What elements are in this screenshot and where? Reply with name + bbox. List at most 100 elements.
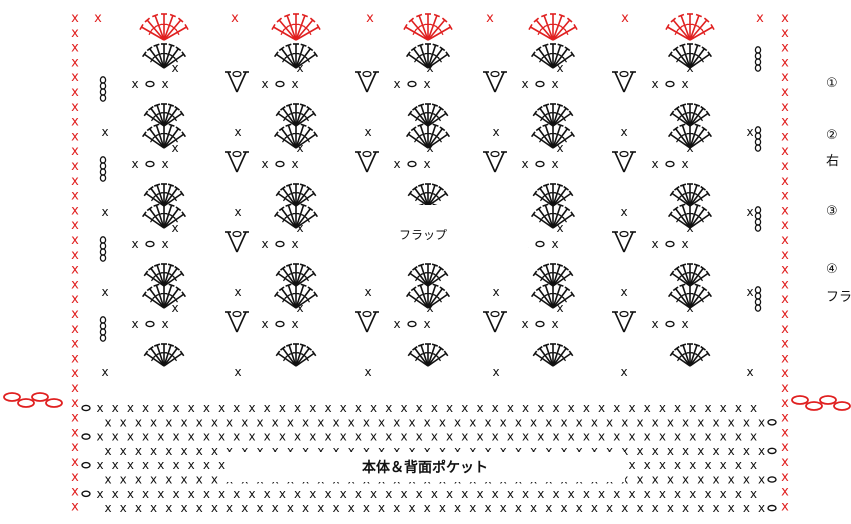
edge-stitch-left: x	[71, 189, 79, 204]
edge-stitch-right: x	[781, 440, 789, 455]
top-edge-stitch: x	[486, 11, 494, 26]
single-crochet-symbol: x	[606, 415, 613, 429]
single-crochet-symbol: x	[188, 401, 195, 415]
single-crochet-symbol: x	[439, 415, 446, 429]
single-crochet-symbol: x	[750, 430, 757, 444]
single-crochet-symbol: x	[682, 501, 689, 515]
single-crochet-symbol: x	[469, 415, 476, 429]
single-crochet-symbol: x	[576, 415, 583, 429]
single-crochet-symbol: x	[364, 365, 371, 379]
chain-symbol	[536, 161, 544, 166]
edge-stitch-right: x	[781, 263, 789, 278]
single-crochet-symbol: x	[551, 77, 558, 91]
edge-stitch-left: x	[71, 85, 79, 100]
shell-symbol	[533, 104, 572, 126]
single-crochet-symbol: x	[560, 501, 567, 515]
edge-stitch-right: x	[781, 337, 789, 352]
single-crochet-symbol: x	[667, 415, 674, 429]
single-crochet-symbol: x	[385, 430, 392, 444]
single-crochet-symbol: x	[500, 415, 507, 429]
single-crochet-symbol: x	[507, 401, 514, 415]
single-crochet-symbol: x	[291, 237, 298, 251]
chain-symbol	[146, 321, 154, 326]
v-stitch-symbol	[225, 232, 249, 253]
single-crochet-symbol: x	[492, 365, 499, 379]
single-crochet-symbol: x	[697, 473, 704, 487]
edge-stitch-right: x	[781, 411, 789, 426]
single-crochet-symbol: x	[686, 221, 693, 235]
single-crochet-symbol: x	[686, 141, 693, 155]
single-crochet-symbol: x	[712, 415, 719, 429]
single-crochet-symbol: x	[264, 401, 271, 415]
single-crochet-symbol: x	[681, 77, 688, 91]
single-crochet-symbol: x	[120, 415, 127, 429]
edge-stitch-right: x	[781, 159, 789, 174]
single-crochet-symbol: x	[461, 401, 468, 415]
body-label: 本体＆背面ポケット	[225, 452, 625, 482]
single-crochet-symbol: x	[104, 444, 111, 458]
single-crochet-symbol: x	[507, 487, 514, 501]
single-crochet-symbol: x	[720, 458, 727, 472]
edge-stitch-right: x	[781, 26, 789, 41]
single-crochet-symbol: x	[652, 501, 659, 515]
single-crochet-symbol: x	[112, 430, 119, 444]
single-crochet-symbol: x	[211, 444, 218, 458]
single-crochet-symbol: x	[150, 473, 157, 487]
left-red-chain	[46, 399, 62, 407]
edge-stitch-right: x	[781, 485, 789, 500]
shell-symbol	[532, 204, 575, 228]
single-crochet-symbol: x	[104, 473, 111, 487]
single-crochet-symbol: x	[712, 444, 719, 458]
single-crochet-symbol: x	[651, 237, 658, 251]
edge-stitch-right: x	[781, 322, 789, 337]
shell-symbol	[144, 264, 183, 286]
single-crochet-symbol: x	[248, 401, 255, 415]
single-crochet-symbol: x	[157, 430, 164, 444]
chain-symbol	[666, 81, 674, 86]
edge-stitch-right: x	[781, 248, 789, 263]
single-crochet-symbol: x	[746, 125, 753, 139]
single-crochet-symbol: x	[264, 430, 271, 444]
single-crochet-symbol: x	[279, 430, 286, 444]
chain-symbol	[408, 81, 416, 86]
single-crochet-symbol: x	[667, 473, 674, 487]
single-crochet-symbol: x	[556, 221, 563, 235]
single-crochet-symbol: x	[426, 61, 433, 75]
v-stitch-symbol	[483, 312, 507, 333]
single-crochet-symbol: x	[101, 125, 108, 139]
single-crochet-symbol: x	[180, 415, 187, 429]
chain-symbol	[666, 161, 674, 166]
single-crochet-symbol: x	[188, 487, 195, 501]
single-crochet-symbol: x	[340, 401, 347, 415]
single-crochet-symbol: x	[218, 401, 225, 415]
single-crochet-symbol: x	[135, 501, 142, 515]
single-crochet-symbol: x	[272, 415, 279, 429]
single-crochet-symbol: x	[180, 473, 187, 487]
single-crochet-symbol: x	[537, 401, 544, 415]
edge-stitch-left: x	[71, 115, 79, 130]
single-crochet-symbol: x	[408, 501, 415, 515]
turning-chain-symbol	[768, 477, 776, 482]
single-crochet-symbol: x	[636, 501, 643, 515]
single-crochet-symbol: x	[234, 125, 241, 139]
single-crochet-symbol: x	[674, 401, 681, 415]
turning-chain-symbol	[82, 434, 90, 439]
single-crochet-symbol: x	[161, 157, 168, 171]
single-crochet-symbol: x	[226, 415, 233, 429]
single-crochet-symbol: x	[226, 501, 233, 515]
edge-stitch-right: x	[781, 351, 789, 366]
single-crochet-symbol: x	[552, 430, 559, 444]
chain-symbol	[276, 241, 284, 246]
edge-stitch-left: x	[71, 277, 79, 292]
single-crochet-symbol: x	[454, 501, 461, 515]
single-crochet-symbol: x	[674, 458, 681, 472]
single-crochet-symbol: x	[439, 501, 446, 515]
edge-stitch-right: x	[781, 396, 789, 411]
single-crochet-symbol: x	[264, 487, 271, 501]
single-crochet-symbol: x	[203, 401, 210, 415]
edge-stitch-left: x	[71, 100, 79, 115]
v-stitch-symbol	[225, 72, 249, 93]
single-crochet-symbol: x	[583, 487, 590, 501]
single-crochet-symbol: x	[746, 205, 753, 219]
single-crochet-symbol: x	[96, 401, 103, 415]
